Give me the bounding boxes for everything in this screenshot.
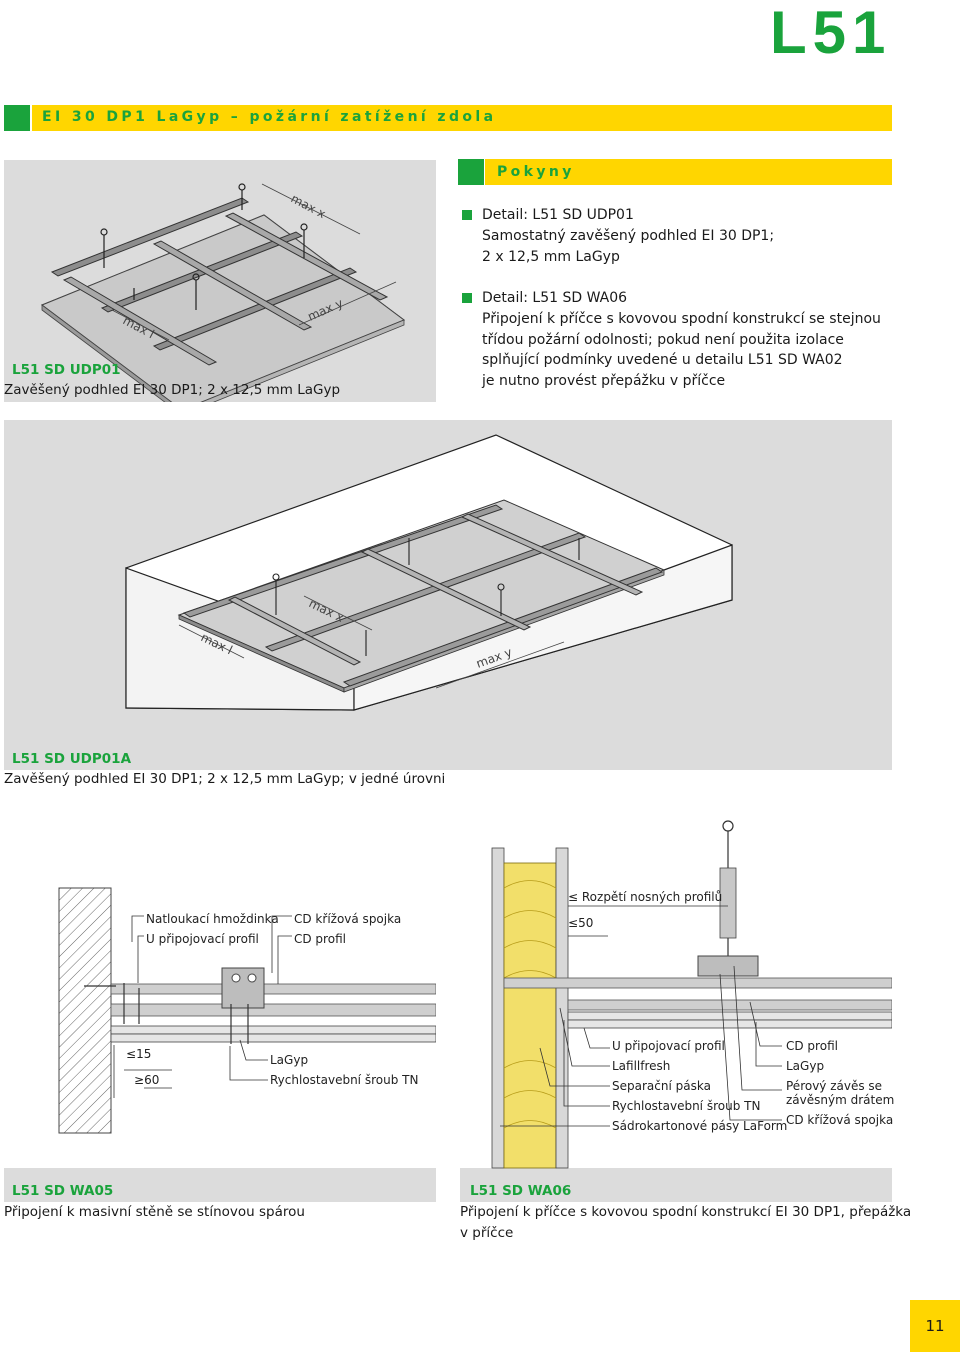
page-number: 11 (910, 1300, 960, 1352)
wa05-le15-value: 15 (136, 1047, 152, 1061)
udp01a-caption-code: L51 SD UDP01A (12, 751, 132, 767)
udp01a-drawing: max x max l max y (125, 434, 733, 711)
note-title: Detail: L51 SD UDP01 (482, 207, 634, 223)
figure-udp01a-panel: max x max l max y (4, 420, 892, 770)
note-wa06: Detail: L51 SD WA06 Připojení k příčce s… (462, 288, 902, 391)
wa06-caption-code: L51 SD WA06 (470, 1183, 572, 1199)
udp01-caption-desc: Zavěšený podhled EI 30 DP1; 2 x 12,5 mm … (4, 382, 341, 398)
wa05-label-ge60: ≥60 (134, 1073, 160, 1087)
wa06-label-lagyp: LaGyp (786, 1059, 825, 1073)
figure-wa06-panel (460, 808, 893, 1202)
note-title: Detail: L51 SD WA06 (482, 290, 628, 306)
wa06-span-value: Rozpětí nosných profilů (581, 890, 723, 904)
note-line: splňující podmínky uvedené u detailu L51… (482, 352, 843, 368)
figure-udp01-panel: max x max l max y (4, 160, 436, 416)
wa05-label-cd: CD profil (294, 932, 346, 946)
udp01a-caption-desc: Zavěšený podhled EI 30 DP1; 2 x 12,5 mm … (4, 771, 446, 787)
wa06-drawing (460, 808, 893, 1169)
header-accent-square (4, 105, 30, 131)
wa06-label-span: ≤ Rozpětí nosných profilů (568, 890, 723, 904)
notes-title: Pokyny (497, 164, 575, 180)
wa06-label-screw: Rychlostavební šroub TN (612, 1099, 761, 1113)
notes-accent-square (458, 159, 484, 185)
notes-bar (485, 159, 892, 185)
wa06-label-laform: Sádrokartonové pásy LaForm (612, 1119, 788, 1133)
wa05-label-screw: Rychlostavební šroub TN (270, 1073, 419, 1087)
wa05-label-cross: CD křížová spojka (294, 912, 402, 926)
figure-wa05-panel (4, 808, 437, 1202)
note-line: Připojení k příčce s kovovou spodní kons… (482, 311, 881, 327)
note-bullet (462, 210, 472, 220)
wa05-drawing (4, 808, 437, 1168)
note-line: 2 x 12,5 mm LaGyp (482, 248, 620, 265)
note-line: třídou požární odolnosti; pokud není pou… (482, 331, 844, 348)
wa06-label-hanger-1: Pérový závěs se (786, 1079, 883, 1093)
header-title: EI 30 DP1 LaGyp – požární zatížení zdola (42, 109, 497, 125)
udp01-caption-code: L51 SD UDP01 (12, 362, 121, 378)
note-line: je nutno provést přepážku v příčce (482, 372, 726, 389)
wa06-label-cross: CD křížová spojka (786, 1113, 894, 1127)
wa06-label-u-profile: U připojovací profil (612, 1039, 725, 1053)
wa05-label-anchor: Natloukací hmoždinka (146, 912, 279, 926)
wa06-label-le50: ≤50 (568, 916, 594, 930)
wa06-label-cd: CD profil (786, 1039, 838, 1053)
wa06-caption-desc-2: v příčce (460, 1225, 514, 1241)
page-code: L51 (770, 0, 892, 66)
wa05-ge60-value: 60 (144, 1073, 160, 1087)
wa06-label-tape: Separační páska (612, 1079, 711, 1093)
wa06-label-lafill: Lafillfresh (612, 1059, 671, 1073)
wa05-caption-desc: Připojení k masivní stěně se stínovou sp… (4, 1204, 305, 1220)
wa05-label-u-profile: U připojovací profil (146, 932, 259, 946)
wa06-le50-value: 50 (578, 916, 594, 930)
udp01-drawing: max x max l max y (40, 183, 406, 416)
wa05-label-le15: ≤15 (126, 1047, 152, 1061)
wa05-caption-code: L51 SD WA05 (12, 1183, 114, 1199)
note-udp01: Detail: L51 SD UDP01 Samostatný zavěšený… (462, 205, 902, 267)
wa06-label-hanger-2: závěsným drátem (786, 1093, 895, 1107)
note-bullet (462, 293, 472, 303)
wa06-caption-desc-1: Připojení k příčce s kovovou spodní kons… (460, 1204, 912, 1220)
header-bar (32, 105, 892, 131)
note-line: Samostatný zavěšený podhled EI 30 DP1; (482, 228, 775, 244)
udp01-dim-max-x: max x (289, 191, 328, 221)
wa05-label-lagyp: LaGyp (270, 1053, 309, 1067)
